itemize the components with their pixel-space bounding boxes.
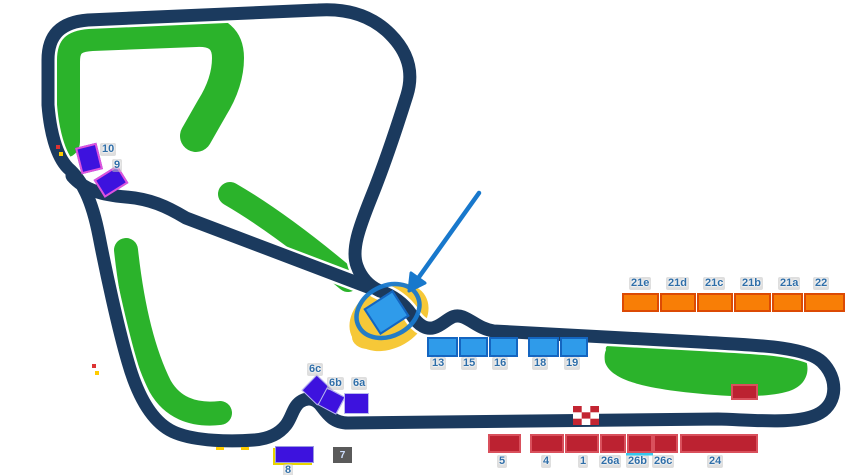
grandstand-label-21d: 21d: [666, 277, 689, 290]
grandstand-21d[interactable]: [660, 293, 696, 312]
grandstand-label-21a: 21a: [778, 277, 801, 290]
grandstand-26c[interactable]: [653, 434, 678, 453]
grandstand-26a[interactable]: [600, 434, 626, 453]
grandstand-4[interactable]: [530, 434, 564, 453]
grandstand-7[interactable]: 7: [333, 447, 352, 463]
grandstand-21c[interactable]: [697, 293, 733, 312]
grandstand-9[interactable]: [93, 165, 129, 198]
grandstand-21b[interactable]: [734, 293, 771, 312]
grandstand-1[interactable]: [565, 434, 599, 453]
grandstand-label-26c: 26c: [652, 455, 675, 468]
grandstand-label-19: 19: [564, 357, 581, 370]
grandstand-6a[interactable]: [344, 393, 369, 414]
grandstand-label-18: 18: [532, 357, 549, 370]
grandstand-15[interactable]: [459, 337, 488, 357]
grandstand-21a[interactable]: [772, 293, 803, 312]
grandstand-label-9: 9: [112, 159, 123, 172]
grandstand-label-6a: 6a: [351, 377, 368, 390]
grandstand-label-16: 16: [492, 357, 509, 370]
grandstand-26b[interactable]: [627, 434, 653, 453]
grandstand-24[interactable]: [680, 434, 758, 453]
grandstand-label-24: 24: [707, 455, 724, 468]
grandstand-label-10: 10: [100, 143, 117, 156]
grandstand-highlighted[interactable]: [363, 289, 410, 336]
grandstand-19[interactable]: [560, 337, 588, 357]
grass-left-strip: [114, 238, 232, 426]
grandstand-18[interactable]: [528, 337, 559, 357]
grandstand-21e[interactable]: [622, 293, 659, 312]
grandstand-label-6b: 6b: [327, 377, 344, 390]
grandstand-22[interactable]: [804, 293, 845, 312]
grass-top-horseshoe: [48, 14, 244, 158]
grandstand-label-13: 13: [430, 357, 447, 370]
grandstand-label-8: 8: [283, 464, 294, 475]
trackside-marks: [56, 145, 249, 450]
grandstand-8[interactable]: [275, 446, 314, 463]
grandstand-label-21b: 21b: [740, 277, 763, 290]
grandstand-infield[interactable]: [731, 384, 758, 400]
grandstand-label-15: 15: [461, 357, 478, 370]
grandstand-label-22: 22: [813, 277, 830, 290]
grandstand-label-21e: 21e: [629, 277, 652, 290]
grandstand-label-26a: 26a: [599, 455, 622, 468]
grandstand-10[interactable]: [75, 142, 103, 175]
grandstand-16[interactable]: [489, 337, 518, 357]
track-outline: [39, 0, 843, 450]
start-finish-checker: [573, 406, 599, 425]
grandstand-label-6c: 6c: [307, 363, 324, 376]
grandstand-label-4: 4: [541, 455, 552, 468]
grandstand-5[interactable]: [488, 434, 521, 453]
grandstand-label-1: 1: [578, 455, 589, 468]
grandstand-13[interactable]: [427, 337, 458, 357]
grandstand-label-5: 5: [497, 455, 508, 468]
grandstand-label-21c: 21c: [703, 277, 726, 290]
grandstand-label-26b: 26b: [626, 455, 649, 468]
